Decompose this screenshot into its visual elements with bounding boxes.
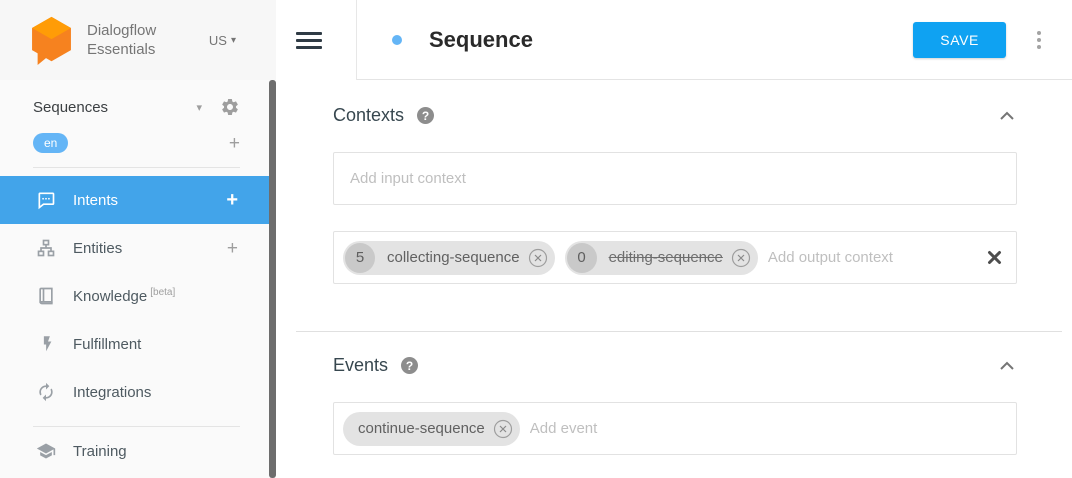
region-label: US [208, 32, 227, 48]
sidebar-divider [33, 426, 240, 427]
org-chart-icon [37, 239, 55, 257]
page-title: Sequence [429, 26, 533, 52]
add-intent-icon[interactable]: + [226, 189, 238, 211]
language-badge[interactable]: en [33, 133, 69, 153]
output-context-chip[interactable]: 5 collecting-sequence [343, 240, 555, 275]
chat-bubble-icon [38, 192, 55, 210]
event-chip[interactable]: continue-sequence [343, 411, 520, 446]
events-help-icon[interactable]: ? [401, 357, 419, 374]
add-entity-icon[interactable]: + [226, 237, 238, 259]
contexts-help-icon[interactable]: ? [417, 107, 435, 124]
graduation-cap-icon [36, 443, 56, 459]
caret-down-icon: ▾ [230, 34, 236, 46]
sidebar-item-label: Integrations [73, 383, 152, 401]
events-field: continue-sequence [333, 402, 1017, 455]
agent-dropdown-icon[interactable]: ▾ [196, 101, 202, 114]
events-collapse-chevron-icon[interactable] [999, 361, 1015, 371]
logo-line1: Dialogflow [87, 22, 157, 39]
sidebar-item-knowledge[interactable]: Knowledge[beta] [0, 272, 276, 320]
context-chip-label: editing-sequence [608, 249, 723, 266]
output-context-input[interactable] [767, 249, 979, 266]
sync-arrows-icon [39, 382, 53, 402]
input-context-field [333, 152, 1017, 205]
sidebar-item-label: Entities [73, 239, 123, 257]
sidebar-item-fulfillment[interactable]: Fulfillment [0, 320, 276, 368]
language-row: en + [0, 117, 276, 153]
header-title-area: Sequence SAVE [357, 0, 1072, 80]
hamburger-column [276, 0, 357, 80]
sidebar-item-training[interactable]: Training [0, 427, 276, 475]
intent-editor-content: Contexts ? 5 collecting-sequence [276, 105, 1072, 455]
event-chip-label: continue-sequence [358, 420, 485, 437]
logo-text: Dialogflow Essentials [87, 21, 156, 59]
sidebar-nav: Intents + Entities + [0, 176, 276, 475]
contexts-collapse-chevron-icon[interactable] [999, 111, 1015, 121]
add-language-icon[interactable]: + [228, 132, 240, 154]
beta-badge: [beta] [150, 287, 176, 298]
main-header: Sequence SAVE [276, 0, 1072, 80]
sidebar-item-integrations[interactable]: Integrations [0, 368, 276, 416]
events-heading: Events [333, 355, 389, 375]
more-options-kebab-icon[interactable] [1033, 27, 1045, 53]
sidebar-divider [33, 167, 240, 168]
events-section-header: Events ? [333, 355, 1017, 376]
sidebar-item-label: Training [73, 442, 127, 460]
contexts-heading: Contexts [333, 105, 405, 125]
context-lifespan: 0 [566, 242, 597, 273]
clear-contexts-icon[interactable] [987, 250, 1002, 265]
remove-context-icon[interactable] [528, 248, 548, 268]
sidebar-scrollbar[interactable] [269, 80, 276, 478]
book-icon [39, 287, 53, 305]
region-selector[interactable]: US ▾ [209, 33, 236, 48]
sidebar-header: Dialogflow Essentials US ▾ [0, 0, 276, 80]
output-context-field: 5 collecting-sequence 0 editing-sequence [333, 231, 1017, 284]
contexts-section-header: Contexts ? [333, 105, 1017, 126]
logo-line2: Essentials [87, 41, 156, 58]
sidebar-item-label: Intents [73, 191, 119, 209]
sidebar-item-intents[interactable]: Intents + [0, 176, 276, 224]
remove-context-icon[interactable] [731, 248, 751, 268]
sidebar-item-entities[interactable]: Entities + [0, 224, 276, 272]
context-chip-label: collecting-sequence [387, 249, 520, 266]
remove-event-icon[interactable] [493, 419, 513, 439]
context-lifespan: 5 [345, 242, 375, 273]
agent-row: Sequences ▾ [0, 80, 276, 117]
output-context-chip[interactable]: 0 editing-sequence [564, 240, 758, 275]
hamburger-menu-icon[interactable] [296, 28, 322, 53]
intent-status-dot-icon [392, 34, 402, 45]
sidebar-item-label: Knowledge[beta] [73, 287, 176, 305]
section-divider [296, 331, 1062, 332]
dialogflow-logo-icon [32, 16, 71, 65]
sidebar-item-label: Fulfillment [73, 335, 142, 353]
main-panel: Sequence SAVE Contexts ? 5 [276, 0, 1072, 478]
save-button[interactable]: SAVE [913, 21, 1006, 58]
sidebar: Dialogflow Essentials US ▾ Sequences ▾ e… [0, 0, 276, 478]
agent-name[interactable]: Sequences [33, 98, 109, 116]
add-event-input[interactable] [529, 420, 1002, 437]
agent-settings-gear-icon[interactable] [220, 97, 240, 117]
input-context-input[interactable] [350, 170, 1000, 187]
lightning-icon [43, 336, 52, 352]
